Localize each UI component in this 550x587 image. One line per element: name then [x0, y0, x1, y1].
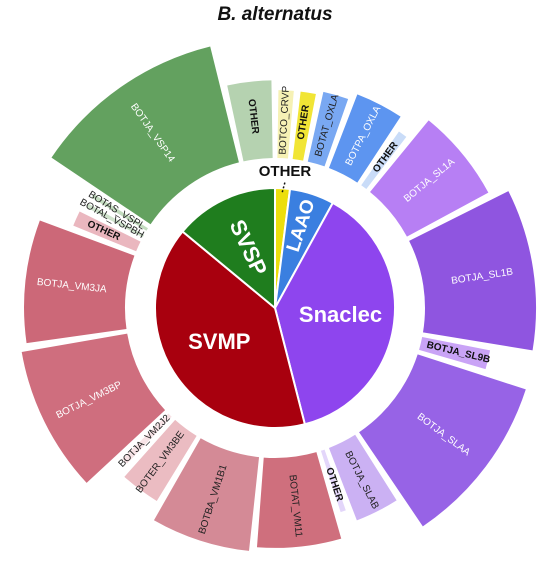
outer-slice-20-botja-vsp14: [51, 46, 239, 225]
outer-slice-10-other: [320, 449, 346, 513]
inner-label-other: OTHER: [259, 163, 312, 180]
outer-slice-18-botal-vspbh: [86, 203, 145, 238]
outer-slice-16-botja-vm3ja: [24, 220, 135, 344]
outer-slice-2-botat-oxla: [307, 91, 349, 167]
outer-ring: [21, 46, 537, 551]
outer-slice-5-botja-sl1a: [370, 120, 489, 237]
inner-label-svmp: SVMP: [188, 329, 250, 354]
leader-line: [281, 181, 286, 193]
outer-label-0-botco-crvp: BOTCO_CRVP: [277, 85, 292, 155]
outer-slice-0-botco-crvp: [277, 90, 294, 159]
outer-slice-9-botja-slab: [328, 434, 397, 521]
inner-pie: [140, 173, 410, 443]
outer-slice-1-other: [292, 91, 316, 161]
outer-label-1-other: OTHER: [296, 103, 312, 140]
inner-slice-svsp: [181, 186, 276, 311]
outer-slice-6-botja-sl1b: [409, 191, 537, 351]
outer-slice-8-botja-slaa: [359, 354, 526, 527]
outer-label-21-other: OTHER: [246, 98, 261, 135]
chart-title: B. alternatus: [217, 4, 333, 25]
inner-slice-svmp: [154, 230, 307, 429]
outer-slice-19-botas-vspl: [91, 194, 148, 231]
outer-slice-7-botja-sl9b: [419, 337, 491, 370]
outer-slice-15-botja-vm3bp: [21, 333, 166, 483]
outer-slice-3-botpa-oxla: [328, 94, 401, 183]
outer-slice-17-other: [73, 211, 141, 252]
outer-slice-14-botja-vm2j2: [122, 413, 172, 464]
inner-label-snaclec: Snaclec: [299, 302, 382, 327]
outer-slice-21-other: [227, 80, 273, 162]
inner-slice-snaclec: [273, 201, 396, 426]
outer-slice-11-botat-vm11: [256, 452, 342, 548]
outer-slice-13-boter-vm3be: [124, 419, 197, 501]
outer-slice-12-botba-vm1b1: [153, 438, 260, 551]
outer-slice-4-other: [361, 131, 407, 190]
